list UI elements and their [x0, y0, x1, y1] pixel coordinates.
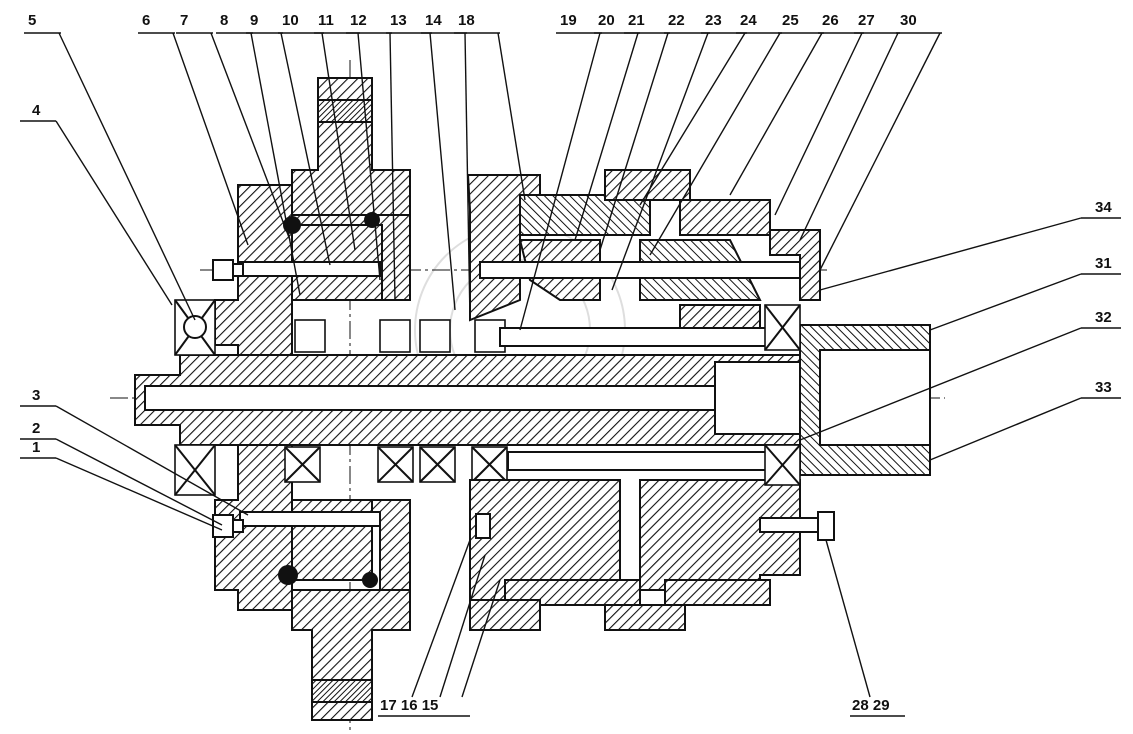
leader-line [58, 32, 196, 321]
label-3: 3 [32, 387, 40, 404]
leader-line [774, 32, 863, 216]
bottom-right-label-group: 28 29 [825, 539, 905, 717]
leader-line [611, 32, 709, 291]
leader-line [389, 32, 396, 301]
bolt-right [759, 511, 835, 541]
label-12: 12 [350, 12, 367, 29]
label-26: 26 [822, 12, 839, 29]
label-34: 34 [1095, 199, 1112, 216]
leader-line [357, 32, 381, 281]
leader-line [819, 32, 941, 271]
right-bearing-top [764, 304, 801, 351]
leader-line [519, 32, 601, 331]
label-24: 24 [740, 12, 757, 29]
leader-line [599, 32, 669, 251]
label-17-16-15: 17 16 15 [380, 697, 438, 714]
countershaft-upper [239, 224, 383, 301]
label-23: 23 [705, 12, 722, 29]
leader-line [639, 32, 746, 206]
countershaft-lower [239, 499, 381, 581]
label-6: 6 [142, 12, 150, 29]
label-14: 14 [425, 12, 442, 29]
label-33: 33 [1095, 379, 1112, 396]
right-labels: 34 31 32 33 [799, 199, 1121, 461]
leader-line [172, 32, 249, 246]
label-7: 7 [180, 12, 188, 29]
label-28-29: 28 29 [852, 697, 890, 714]
label-20: 20 [598, 12, 615, 29]
leader-line [321, 32, 356, 251]
leader-line [799, 327, 1082, 441]
shaft-bearings-row-top [294, 319, 506, 353]
label-30: 30 [900, 12, 917, 29]
label-5: 5 [28, 12, 36, 29]
planet-shaft [479, 261, 801, 471]
label-32: 32 [1095, 309, 1112, 326]
leader-line [55, 120, 173, 306]
leader-line [649, 32, 781, 256]
label-2: 2 [32, 420, 40, 437]
leader-line [729, 32, 823, 196]
label-4: 4 [32, 102, 41, 119]
main-shaft [134, 354, 801, 446]
leader-line [497, 32, 526, 201]
leader-line [819, 217, 1082, 291]
label-10: 10 [282, 12, 299, 29]
label-31: 31 [1095, 255, 1112, 272]
label-22: 22 [668, 12, 685, 29]
label-8: 8 [220, 12, 228, 29]
right-housing-bottom [469, 479, 801, 631]
leader-line [210, 32, 291, 241]
label-25: 25 [782, 12, 799, 29]
leader-line [280, 32, 331, 266]
label-27: 27 [858, 12, 875, 29]
label-9: 9 [250, 12, 258, 29]
right-bearing-bottom [764, 444, 801, 486]
label-21: 21 [628, 12, 645, 29]
label-18: 18 [458, 12, 475, 29]
label-11: 11 [318, 12, 334, 29]
bolt-mid-bottom [475, 513, 491, 539]
leader-line [429, 32, 456, 311]
left-end-bearing-bottom [174, 444, 216, 496]
label-1: 1 [32, 439, 40, 456]
output-sleeve [799, 324, 931, 476]
leader-line [929, 397, 1082, 461]
leader-line [55, 457, 223, 531]
leader-line [464, 32, 471, 321]
leader-line [55, 438, 223, 526]
top-labels: 5 6 7 8 9 10 11 12 13 14 18 19 20 21 22 23 24 25 26 27 30 [24, 12, 942, 331]
left-labels: 4 3 2 1 [20, 102, 249, 531]
label-13: 13 [390, 12, 407, 29]
bolt-lower-left [212, 514, 244, 538]
bottom-left-label-group: 17 16 15 [378, 539, 501, 717]
leader-line [799, 32, 899, 241]
leader-line [55, 405, 249, 516]
label-19: 19 [560, 12, 577, 29]
leader-line [929, 273, 1082, 331]
leader-line [574, 32, 639, 241]
shaft-bearings-row-bottom [284, 446, 508, 483]
left-end-bearing-top [174, 299, 216, 356]
bolt-upper-left [212, 259, 244, 281]
leader-line [250, 32, 301, 296]
